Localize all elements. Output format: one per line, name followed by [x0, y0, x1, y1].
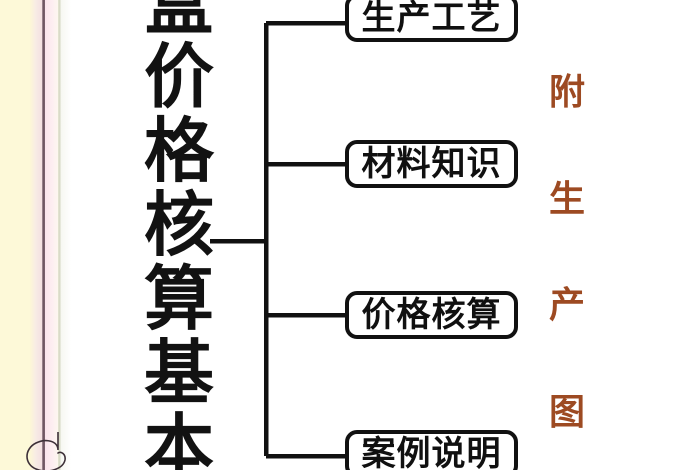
title-char: 格 — [144, 109, 214, 192]
paper-edge-cream-band — [0, 0, 30, 470]
title-char: 核 — [144, 183, 214, 266]
node-label: 材料知识 — [361, 144, 502, 184]
right-page-margin — [612, 0, 700, 470]
paper-edge-green-rule — [58, 0, 61, 470]
node-box-price-accounting[interactable]: 价格核算 — [345, 291, 518, 339]
node-box-material-knowledge[interactable]: 材料知识 — [345, 140, 518, 188]
title-char: 基 — [144, 331, 214, 414]
side-note-char: 生 — [548, 177, 585, 220]
node-box-production-process[interactable]: 生产工艺 — [345, 0, 518, 42]
paper-edge-dark-rule — [42, 0, 45, 470]
node-label: 案例说明 — [361, 434, 502, 470]
page-title: 盒 价 格 核 算 基 本 知 — [131, 0, 227, 470]
node-label: 价格核算 — [361, 295, 502, 335]
paper-edge-fade — [61, 0, 71, 470]
side-note-char: 图 — [548, 390, 585, 433]
paper-edge-pink-gradient — [30, 0, 42, 470]
title-char: 算 — [144, 257, 214, 340]
paper-edge-pale-pink — [45, 0, 58, 470]
side-note-char: 产 — [548, 284, 585, 327]
paper-edge-curl-ornament — [26, 432, 66, 470]
side-note: 附 生 产 图 — [536, 72, 598, 432]
node-label: 生产工艺 — [361, 0, 502, 38]
title-char: 盒 — [144, 0, 214, 44]
title-char: 本 — [144, 405, 214, 470]
side-note-char: 附 — [548, 71, 585, 113]
title-char: 价 — [144, 35, 214, 118]
node-box-case-description[interactable]: 案例说明 — [345, 430, 518, 470]
